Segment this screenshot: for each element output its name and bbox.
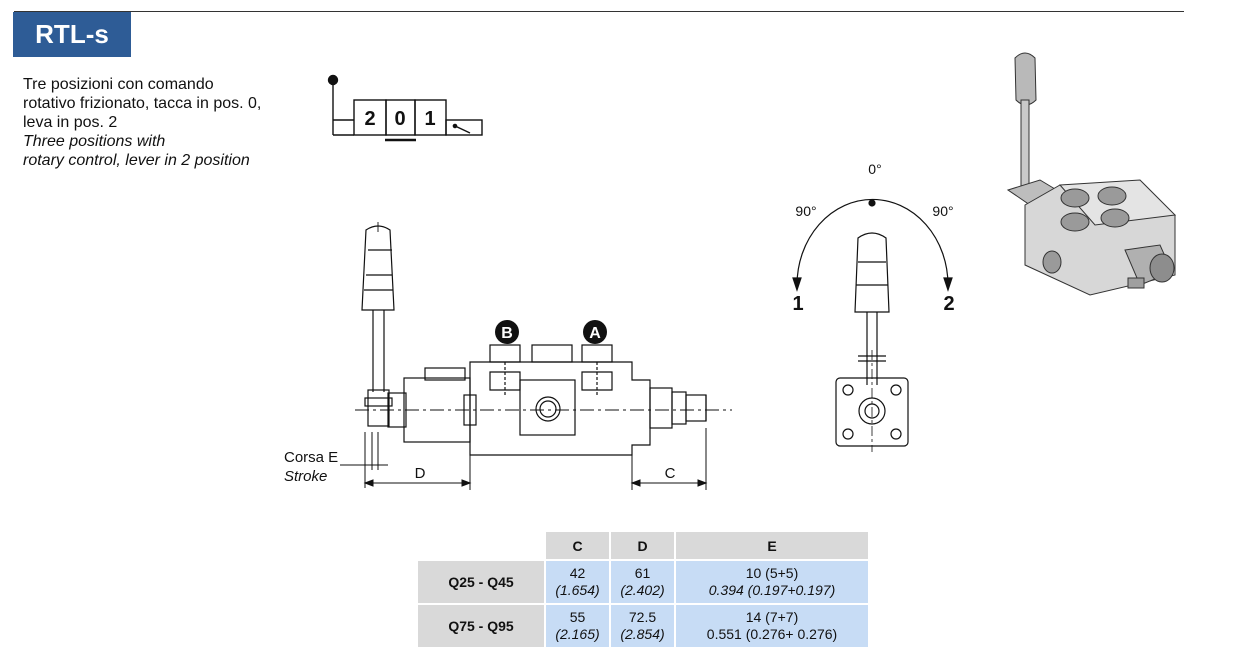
svg-text:A: A [589, 325, 601, 342]
valve-symbol: 2 0 1 [327, 74, 483, 142]
stroke-label-it: Corsa E [284, 449, 339, 466]
stroke-label-en: Stroke [284, 468, 328, 485]
position-2-label: 2 [943, 293, 954, 315]
desc-it-line-3: leva in pos. 2 [23, 114, 118, 131]
model-badge: RTL-s [13, 12, 131, 57]
dimensions-table: C D E Q25 - Q45 42(1.654) 61(2.402) 10 (… [416, 530, 870, 649]
header-d: D [611, 532, 674, 559]
symbol-pos-2: 2 [364, 108, 375, 130]
product-illustration [1006, 52, 1177, 296]
top-rule [14, 11, 1184, 12]
table-corner [418, 532, 544, 559]
desc-it-line-1: Tre posizioni con comando [23, 76, 214, 93]
desc-en-line-1: Three positions with [23, 133, 166, 150]
valve-side-view [355, 222, 732, 456]
cell-c: 42(1.654) [546, 561, 609, 603]
angle-top-label: 0° [868, 161, 881, 177]
position-1-label: 1 [792, 293, 803, 315]
port-a-marker: A [583, 320, 607, 344]
header-c: C [546, 532, 609, 559]
table-header-row: C D E [418, 532, 868, 559]
row-model: Q25 - Q45 [418, 561, 544, 603]
symbol-pos-0: 0 [394, 108, 405, 130]
cell-d: 61(2.402) [611, 561, 674, 603]
dim-d-label: D [415, 465, 426, 482]
cell-c: 55(2.165) [546, 605, 609, 647]
cell-e: 10 (5+5)0.394 (0.197+0.197) [676, 561, 868, 603]
rotation-view [792, 198, 953, 452]
header-e: E [676, 532, 868, 559]
desc-en-line-2: rotary control, lever in 2 position [23, 152, 250, 169]
dimension-lines [340, 428, 708, 490]
angle-right-label: 90° [932, 203, 953, 219]
stroke-label: Corsa E Stroke [284, 448, 338, 486]
row-model: Q75 - Q95 [418, 605, 544, 647]
cell-d: 72.5(2.854) [611, 605, 674, 647]
svg-text:B: B [501, 325, 513, 342]
dim-c-label: C [665, 465, 676, 482]
angle-left-label: 90° [795, 203, 816, 219]
table-row: Q25 - Q45 42(1.654) 61(2.402) 10 (5+5)0.… [418, 561, 868, 603]
table-row: Q75 - Q95 55(2.165) 72.5(2.854) 14 (7+7)… [418, 605, 868, 647]
desc-it-line-2: rotativo frizionato, tacca in pos. 0, [23, 95, 262, 112]
port-b-marker: B [495, 320, 519, 344]
description: Tre posizioni con comando rotativo frizi… [23, 75, 261, 170]
symbol-pos-1: 1 [424, 108, 435, 130]
cell-e: 14 (7+7)0.551 (0.276+ 0.276) [676, 605, 868, 647]
